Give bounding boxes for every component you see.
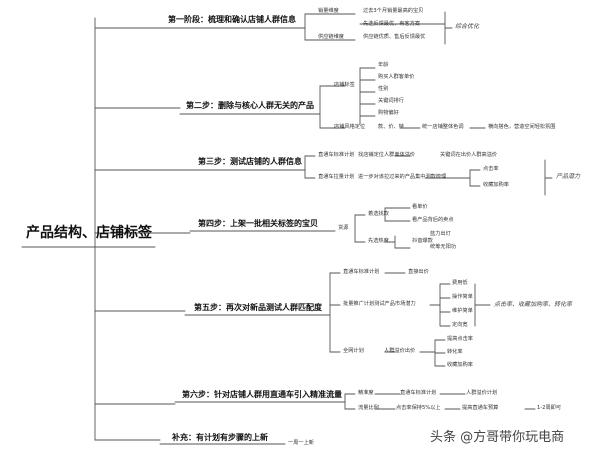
- step-4-g1-item-2: 看产品背后的卖点: [412, 217, 454, 223]
- step-5-row2-item-4: 定向宽: [452, 322, 468, 328]
- step-4-g2-item-1: 抖音爆款: [412, 238, 433, 244]
- step-4-extra-1: 蓝力出灯: [430, 231, 451, 237]
- step-3-row1-a: 直通车标准计划: [318, 152, 355, 158]
- step-4-title: 第四步：上架一批相关标签的宝贝: [198, 219, 318, 228]
- step-6-row1-b: 直通车标准计划: [400, 390, 437, 396]
- step-5-row3-item-2: 转化率: [447, 349, 463, 355]
- supplement-leaf: 一周一上新: [288, 440, 314, 446]
- step-6-row1-c: 人群溢价计划: [466, 390, 498, 396]
- step-4-child-source: 货源: [338, 225, 349, 231]
- step-2-child-style: 店铺风格定位: [334, 124, 366, 130]
- step-4-extra-2: 统筹无阳功: [430, 244, 456, 250]
- step-1-note: 综合优化: [455, 23, 480, 30]
- step-5-note: 点击率、收藏加购率、转化率: [494, 301, 573, 308]
- step-2-tag-pref: 购物偏好: [378, 110, 399, 116]
- watermark: 头条 @方哥带你玩电商: [430, 430, 565, 445]
- step-6-row2-b: 点击率保持5%以上: [396, 405, 441, 411]
- supplement-title: 补充：有计划有步骤的上新: [172, 433, 268, 442]
- step-1-title: 第一阶段：梳理和确认店铺人群信息: [168, 15, 296, 24]
- step-5-row3-item-1: 提高点击率: [447, 336, 473, 342]
- step-6-row1-a: 精准度: [358, 390, 374, 396]
- step-5-title: 第五步：再次对新品测试人群匹配度: [194, 303, 322, 312]
- step-5-row2-item-2: 操作简单: [452, 294, 473, 300]
- step-3-metric-ctr: 点击率: [483, 166, 499, 172]
- step-4-group-2: 先选热度: [368, 238, 389, 244]
- step-2-style-2: 统一店铺整体色调: [422, 124, 464, 130]
- step-4-g1-item-1: 看单价: [412, 204, 428, 210]
- step-2-tag-keyword: 关键词排行: [378, 98, 404, 104]
- step-5-row2-item-3: 维护简单: [452, 308, 473, 314]
- step-2-title: 第二步：删除与核心人群无关的产品: [186, 101, 314, 110]
- step-1-leaf-1: 过去3个月销量最高的宝贝: [363, 8, 424, 14]
- step-2-tag-price: 购买人群客单价: [378, 74, 415, 80]
- step-3-row1-c: 关键词在出价人群高溢价: [440, 152, 498, 158]
- step-5-row3-b: 人群溢价出价: [384, 348, 416, 354]
- step-6-row2-a: 流量比例: [358, 405, 379, 411]
- step-5-row3-item-3: 收藏加购率: [447, 362, 473, 368]
- step-3-row2-b: 进一步对该拉过来的产品集中测款梳理: [358, 174, 447, 180]
- step-6-title: 第六步：针对店铺人群用直通车引入精准流量: [182, 390, 342, 399]
- step-2-tag-gender: 性别: [378, 86, 389, 92]
- step-3-row2-a: 直通车拉量计划: [318, 174, 355, 180]
- step-1-leaf-2: 先选反馈最优、有客方案: [363, 21, 421, 27]
- step-2-child-tags: 店铺标签: [334, 82, 355, 88]
- step-5-row1-a: 直通车标准计划: [343, 269, 380, 275]
- step-5-row2-item-1: 费用低: [452, 280, 468, 286]
- step-2-tag-age: 年龄: [378, 62, 389, 68]
- step-6-row2-c: 提高直通车预算: [462, 405, 499, 411]
- step-3-metric-fav: 收藏加购率: [483, 182, 509, 188]
- step-5-row3-a: 全网计划: [343, 348, 364, 354]
- step-1-child-sales: 销量维度: [318, 8, 339, 14]
- step-6-row2-d: 1-2周即可: [537, 405, 562, 411]
- root-topic: 产品结构、店铺标签: [26, 225, 152, 241]
- step-1-leaf-3: 供应链优质、售后反馈最优: [363, 34, 426, 40]
- step-2-style-3: 横向搭色，营造空间轻松氛围: [488, 124, 556, 130]
- step-5-row1-b: 直接出价: [408, 269, 429, 275]
- step-3-note: 产品潜力: [556, 173, 581, 180]
- step-1-child-supply: 供应链维度: [318, 34, 344, 40]
- step-5-row2-label: 批量推广计划测试产品市场潜力: [343, 301, 416, 307]
- step-3-title: 第三步：测试店铺的人群信息: [198, 157, 302, 166]
- step-4-group-1: 着选找款: [368, 211, 389, 217]
- step-2-style-1: 款、价、特: [378, 124, 404, 130]
- step-3-row1-b: 找店铺定位人群单体溢价: [358, 152, 416, 158]
